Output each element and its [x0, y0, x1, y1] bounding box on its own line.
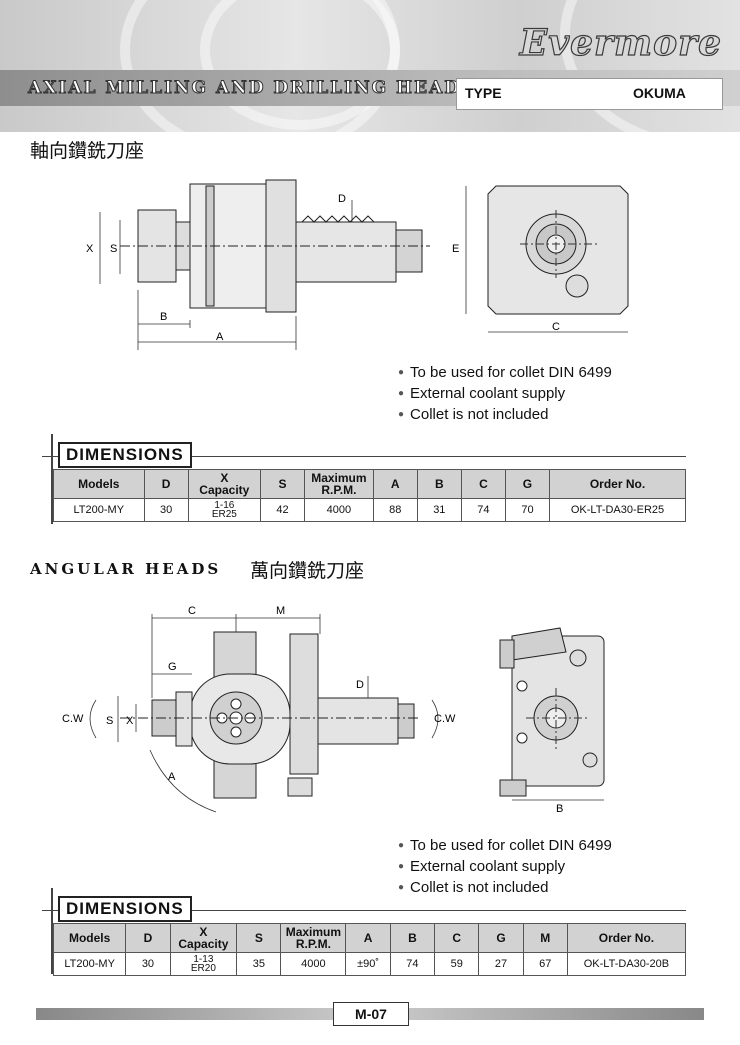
dim-b-label: B	[160, 311, 167, 323]
col-g: G	[504, 469, 551, 499]
cw-label-left: C.W	[62, 713, 84, 725]
col-c: C	[460, 469, 506, 499]
bullet-item: Collet is not included	[398, 405, 612, 426]
col-order: Order No.	[566, 923, 687, 953]
col-m: M	[522, 923, 568, 953]
col-b: B	[389, 923, 436, 953]
section2-title-cn: 萬向鑽銑刀座	[250, 560, 365, 582]
col-models: Models	[52, 923, 127, 953]
bullet-item: External coolant supply	[398, 384, 612, 405]
dim-d-label-2: D	[356, 679, 364, 691]
section2-title-en: ANGULAR HEADS	[30, 560, 222, 578]
cw-label-right: C.W	[434, 713, 456, 725]
bullet-item: Collet is not included	[398, 878, 612, 899]
col-s: S	[236, 923, 282, 953]
divider	[42, 456, 686, 457]
dim-d-label: D	[338, 193, 346, 205]
dim-a-label: A	[216, 331, 224, 343]
type-box: TYPE OKUMA	[456, 78, 723, 110]
dim-c-label: C	[552, 321, 560, 333]
header-banner	[0, 0, 740, 132]
divider	[51, 888, 53, 974]
dim-x-label: X	[86, 243, 94, 255]
dim-e-label: E	[452, 243, 459, 255]
col-a: A	[372, 469, 418, 499]
dim-s-label: S	[110, 243, 117, 255]
col-d: D	[125, 923, 171, 953]
divider	[42, 910, 686, 911]
axial-head-drawing: X S B A D E C	[86, 179, 629, 350]
type-label: TYPE	[465, 85, 502, 101]
divider	[51, 434, 53, 524]
dimensions-heading: DIMENSIONS	[58, 442, 192, 468]
col-order: Order No.	[549, 469, 686, 499]
angular-head-drawing: C M G C.W S X A D C.W B	[62, 605, 605, 815]
dimensions-heading-2: DIMENSIONS	[58, 896, 192, 922]
bullet-item: External coolant supply	[398, 857, 612, 878]
dim-c-label-2: C	[188, 605, 196, 617]
col-g: G	[478, 923, 524, 953]
col-b: B	[416, 469, 462, 499]
col-models: Models	[53, 469, 145, 499]
dim-s-label-2: S	[106, 715, 113, 727]
page-number: M-07	[333, 1002, 409, 1026]
page-title: AXIAL MILLING AND DRILLING HEAD	[28, 78, 461, 99]
bullet-item: To be used for collet DIN 6499	[398, 363, 612, 384]
section1-bullets: To be used for collet DIN 6499 External …	[398, 363, 612, 426]
col-s: S	[259, 469, 306, 499]
brand-logo: Evermore	[519, 21, 722, 64]
dim-g-label: G	[168, 661, 177, 673]
col-a: A	[345, 923, 391, 953]
col-d: D	[143, 469, 189, 499]
dim-m-label: M	[276, 605, 285, 617]
type-value: OKUMA	[633, 85, 686, 101]
section2-bullets: To be used for collet DIN 6499 External …	[398, 836, 612, 899]
dim-x-label-2: X	[126, 715, 134, 727]
col-c: C	[434, 923, 480, 953]
dim-b-label-2: B	[556, 803, 563, 815]
bullet-item: To be used for collet DIN 6499	[398, 836, 612, 857]
dim-a-label-2: A	[168, 771, 176, 783]
section1-title: 軸向鑽銑刀座	[30, 140, 145, 162]
